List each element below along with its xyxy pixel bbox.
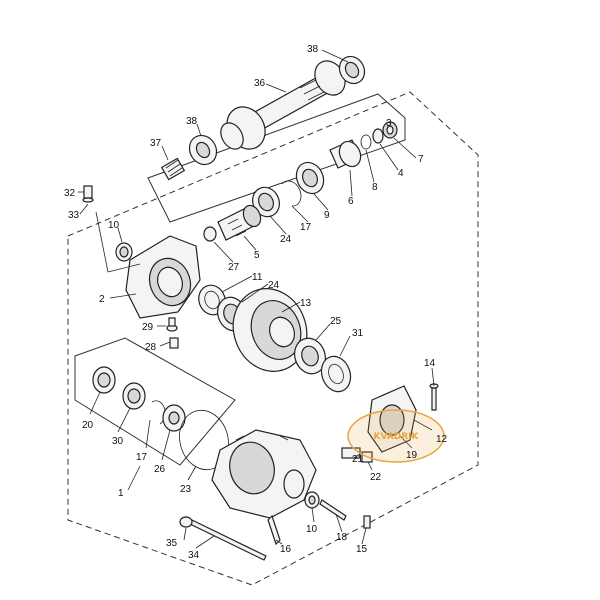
callout-14: 14 — [424, 358, 436, 369]
ring-gear-13 — [232, 288, 308, 372]
bearing-38-top — [338, 55, 366, 85]
callout-30: 30 — [112, 436, 124, 447]
callout-9: 9 — [324, 210, 330, 221]
callout-1: 1 — [118, 488, 124, 499]
callout-26: 26 — [154, 464, 166, 475]
bolt-16 — [267, 514, 281, 546]
callout-13: 13 — [300, 298, 312, 309]
seal-26 — [162, 404, 186, 432]
callout-11: 11 — [252, 272, 263, 283]
callout-36: 36 — [254, 78, 266, 89]
callout-38-top: 38 — [307, 44, 319, 55]
washer-35 — [179, 516, 193, 528]
needle-bearing-20 — [92, 366, 116, 394]
bearing-25 — [294, 337, 326, 375]
gear-case-1 — [211, 429, 317, 519]
seal-9 — [295, 161, 325, 195]
callout-17-lower: 17 — [136, 452, 148, 463]
washer-4 — [372, 128, 384, 144]
circlip-17-lower — [151, 400, 166, 425]
oring-8 — [360, 134, 372, 150]
callout-19: 19 — [406, 450, 418, 461]
callout-3-top: 3 — [386, 118, 392, 129]
callout-10-lower: 10 — [306, 524, 318, 535]
callout-7: 7 — [418, 154, 424, 165]
callout-25: 25 — [330, 316, 342, 327]
callout-27: 27 — [228, 262, 240, 273]
seal-10-upper — [115, 242, 133, 262]
bolt-29 — [166, 317, 178, 332]
bearing-30 — [122, 382, 146, 410]
callout-12: 12 — [436, 434, 448, 445]
seal-10-lower — [304, 491, 320, 509]
assembly-boundary-dashed — [67, 91, 479, 586]
bearing-24-upper — [252, 186, 280, 218]
gear-case-cover-2 — [125, 235, 201, 319]
callout-2: 2 — [99, 294, 105, 305]
bolt-32 — [82, 185, 94, 203]
callout-37: 37 — [150, 138, 162, 149]
spacer-27 — [203, 226, 217, 242]
callout-38-left: 38 — [186, 116, 198, 127]
long-bolt-34 — [189, 519, 267, 561]
callout-22: 22 — [370, 472, 382, 483]
callout-21: 21 — [352, 454, 364, 465]
callout-32: 32 — [64, 188, 76, 199]
callout-labels: 38 36 38 37 3 7 4 8 6 9 17 24 5 27 32 33… — [64, 44, 448, 561]
shim-31 — [320, 355, 352, 393]
callout-18: 18 — [336, 532, 348, 543]
callout-24-top: 24 — [280, 234, 292, 245]
circlip-17-top — [281, 180, 302, 207]
bearing-38-left — [188, 134, 218, 166]
upper-group-frame — [147, 93, 406, 223]
spring-37 — [160, 157, 186, 181]
callout-4: 4 — [398, 168, 404, 179]
watermark-logo: KVADRIK — [347, 409, 445, 463]
callout-29: 29 — [142, 322, 154, 333]
oring-23 — [179, 409, 229, 471]
callout-20: 20 — [82, 420, 94, 431]
callout-34: 34 — [188, 550, 200, 561]
pinion-gear-5 — [217, 204, 262, 241]
callout-6: 6 — [348, 196, 354, 207]
callout-35: 35 — [166, 538, 178, 549]
callout-28: 28 — [145, 342, 157, 353]
coupling-6 — [329, 139, 362, 169]
callout-16: 16 — [280, 544, 292, 555]
callout-10-upper: 10 — [108, 220, 120, 231]
callout-24-mid: 24 — [268, 280, 280, 291]
callout-23: 23 — [180, 484, 192, 495]
callout-31: 31 — [352, 328, 364, 339]
plug-28 — [169, 337, 179, 349]
callout-33: 33 — [68, 210, 80, 221]
bolt-14 — [429, 383, 439, 411]
drive-shaft — [220, 60, 346, 150]
pin-15 — [363, 515, 371, 529]
nut-7 — [382, 121, 398, 139]
callout-15: 15 — [356, 544, 368, 555]
watermark-text: KVADRIK — [373, 432, 419, 442]
leader-lines — [78, 49, 435, 549]
callout-17-top: 17 — [300, 222, 312, 233]
callout-5: 5 — [254, 250, 260, 261]
callout-8: 8 — [372, 182, 378, 193]
lower-group-frame — [74, 337, 236, 466]
actuator-housing-12 — [367, 385, 417, 453]
rod-18 — [319, 499, 347, 521]
